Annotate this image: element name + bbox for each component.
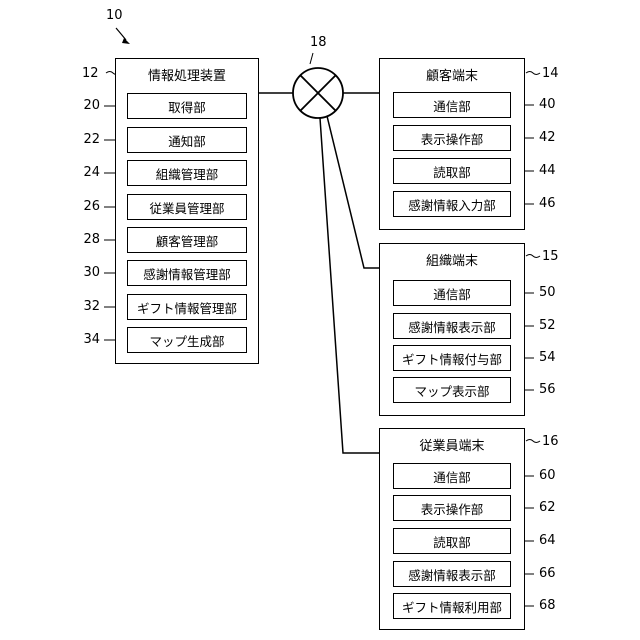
unit-ref-62: 62: [539, 500, 556, 515]
employee-unit-gratitude-display: 感謝情報表示部: [393, 561, 511, 587]
customer-unit-reader: 読取部: [393, 158, 511, 184]
org-unit-gift-grant: ギフト情報付与部: [393, 345, 511, 371]
unit-gift-management: ギフト情報管理部: [127, 294, 247, 320]
network-ref-leader: [310, 53, 313, 64]
link-org-terminal: [327, 116, 379, 268]
org-unit-gratitude-display: 感謝情報表示部: [393, 313, 511, 339]
unit-ref-32: 32: [70, 299, 100, 314]
unit-ref-68: 68: [539, 598, 556, 613]
customer-unit-communication: 通信部: [393, 92, 511, 118]
unit-ref-34: 34: [70, 332, 100, 347]
employee-terminal-title: 従業員端末: [380, 435, 524, 454]
unit-ref-22: 22: [70, 132, 100, 147]
unit-ref-26: 26: [70, 199, 100, 214]
org-unit-map-display: マップ表示部: [393, 377, 511, 403]
unit-ref-50: 50: [539, 285, 556, 300]
unit-ref-42: 42: [539, 130, 556, 145]
unit-ref-66: 66: [539, 566, 556, 581]
link-employee-terminal: [320, 118, 379, 453]
employee-unit-display-operation: 表示操作部: [393, 495, 511, 521]
customer-unit-display-operation: 表示操作部: [393, 125, 511, 151]
unit-customer-management: 顧客管理部: [127, 227, 247, 253]
unit-ref-52: 52: [539, 318, 556, 333]
unit-employee-management: 従業員管理部: [127, 194, 247, 220]
org-terminal-title: 組織端末: [380, 250, 524, 269]
employee-terminal-ref-leader: [526, 440, 540, 443]
employee-unit-communication: 通信部: [393, 463, 511, 489]
unit-ref-44: 44: [539, 163, 556, 178]
customer-terminal-ref: 14: [542, 66, 559, 81]
org-unit-communication: 通信部: [393, 280, 511, 306]
customer-terminal-ref-leader: [526, 72, 540, 75]
unit-ref-40: 40: [539, 97, 556, 112]
employee-unit-gift-use: ギフト情報利用部: [393, 593, 511, 619]
unit-ref-28: 28: [70, 232, 100, 247]
unit-ref-56: 56: [539, 382, 556, 397]
unit-organization-management: 組織管理部: [127, 160, 247, 186]
unit-ref-46: 46: [539, 196, 556, 211]
employee-terminal-ref: 16: [542, 434, 559, 449]
unit-acquisition: 取得部: [127, 93, 247, 119]
unit-ref-24: 24: [70, 165, 100, 180]
network-ref-label: 18: [310, 35, 327, 50]
figure-ref-label: 10: [106, 8, 123, 23]
info-device-title: 情報処理装置: [116, 65, 258, 84]
figure-ref-arrowhead: [122, 38, 130, 44]
figure-ref-arrow: [116, 28, 126, 40]
unit-ref-60: 60: [539, 468, 556, 483]
customer-unit-gratitude-input: 感謝情報入力部: [393, 191, 511, 217]
unit-notification: 通知部: [127, 127, 247, 153]
customer-terminal-title: 顧客端末: [380, 65, 524, 84]
unit-ref-54: 54: [539, 350, 556, 365]
unit-gratitude-management: 感謝情報管理部: [127, 260, 247, 286]
unit-ref-30: 30: [70, 265, 100, 280]
unit-ref-64: 64: [539, 533, 556, 548]
info-device-ref: 12: [82, 66, 99, 81]
unit-ref-20: 20: [70, 98, 100, 113]
employee-unit-reader: 読取部: [393, 528, 511, 554]
org-terminal-ref: 15: [542, 249, 559, 264]
org-terminal-ref-leader: [526, 255, 540, 258]
unit-map-generation: マップ生成部: [127, 327, 247, 353]
